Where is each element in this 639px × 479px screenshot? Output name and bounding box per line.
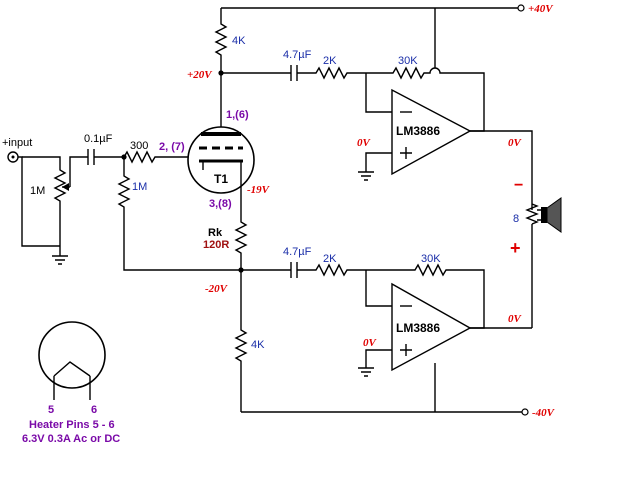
input-jack-center xyxy=(11,155,15,159)
bottom-opamp-label: LM3886 xyxy=(396,321,440,335)
top-noninverting-wire xyxy=(365,152,392,172)
speaker-impedance-label: 8 xyxy=(513,213,519,225)
top-ground-icon xyxy=(358,171,374,181)
bottom-input-resistor-label: 2K xyxy=(323,253,337,265)
input-capacitor xyxy=(87,149,95,165)
speaker-leads xyxy=(537,209,541,221)
top-capacitor xyxy=(290,65,298,81)
cathode-node-voltage-label: -20V xyxy=(205,283,229,295)
bottom-resistor-label: 4K xyxy=(251,339,265,351)
speaker-minus-label: − xyxy=(514,177,523,194)
tube-label: T1 xyxy=(214,172,228,186)
heater-pin-b-label: 6 xyxy=(91,404,97,416)
plate-resistor-label: 4K xyxy=(232,35,246,47)
bottom-feedback-resistor xyxy=(366,263,485,329)
top-ground-label: 0V xyxy=(357,137,372,149)
rail-negative-terminal xyxy=(521,408,529,416)
bottom-inverting-wire xyxy=(365,270,392,307)
heater-caption-line1: Heater Pins 5 - 6 xyxy=(29,419,115,431)
speaker-plus-label: + xyxy=(510,238,521,258)
heater-pin-a-label: 5 xyxy=(48,404,54,416)
plate-resistor xyxy=(214,8,228,73)
grid-leak-resistor xyxy=(117,157,241,271)
input-pot-label: 1M xyxy=(30,185,45,197)
cathode-resistor-name: Rk xyxy=(208,227,223,239)
tube-cathode-leads xyxy=(202,161,242,193)
heater-caption-line2: 6.3V 0.3A Ac or DC xyxy=(22,433,120,445)
input-label: +input xyxy=(2,137,32,149)
bottom-feedback-resistor-label: 30K xyxy=(421,253,441,265)
top-opamp-plus-sign xyxy=(400,147,412,159)
top-feedback-resistor xyxy=(366,66,485,132)
input-volume-pot xyxy=(22,156,67,246)
bottom-output-label: 0V xyxy=(508,313,523,325)
cathode-resistor-value: 120R xyxy=(203,239,229,251)
bottom-ground-label: 0V xyxy=(363,337,378,349)
bottom-resistor xyxy=(234,270,248,412)
rail-positive-terminal xyxy=(517,4,525,12)
grid-stopper-resistor xyxy=(94,150,190,164)
grid-leak-label: 1M xyxy=(132,181,147,193)
input-capacitor-label: 0.1µF xyxy=(84,133,113,145)
rail-negative-label: -40V xyxy=(532,407,556,419)
input-wire xyxy=(18,156,60,247)
top-output-wire xyxy=(470,130,533,210)
pot-wiper-arrow xyxy=(62,183,69,191)
top-inverting-wire xyxy=(365,73,392,113)
top-opamp-body xyxy=(391,88,472,176)
plate-pin-label: 1,(6) xyxy=(226,109,249,121)
bottom-input-resistor xyxy=(297,263,366,277)
bottom-capacitor-label: 4.7µF xyxy=(283,246,312,258)
tube-plate xyxy=(201,132,241,136)
input-ground-icon xyxy=(52,255,68,265)
top-opamp-label: LM3886 xyxy=(396,124,440,138)
bottom-opamp-plus-sign xyxy=(400,344,412,356)
plate-voltage-label: +20V xyxy=(187,69,213,81)
bottom-noninverting-wire xyxy=(365,349,392,368)
cathode-resistor xyxy=(234,193,248,270)
top-capacitor-label: 4.7µF xyxy=(283,49,312,61)
heater-envelope xyxy=(38,321,106,389)
bottom-ground-icon xyxy=(358,367,374,377)
speaker-magnet xyxy=(541,207,547,223)
top-input-resistor xyxy=(297,66,366,80)
bottom-opamp-body xyxy=(391,282,472,372)
top-input-resistor-label: 2K xyxy=(323,55,337,67)
heater-filament-icon xyxy=(53,361,91,400)
rail-positive-label: +40V xyxy=(528,3,554,15)
grid-stopper-label: 300 xyxy=(130,140,148,152)
grid-pin-label: 2, (7) xyxy=(159,141,185,153)
top-output-label: 0V xyxy=(508,137,523,149)
cathode-pin-label: 3,(8) xyxy=(209,198,232,210)
top-feedback-resistor-label: 30K xyxy=(398,55,418,67)
bottom-capacitor xyxy=(290,262,298,278)
speaker-cone-icon xyxy=(546,197,562,233)
cathode-voltage-label: -19V xyxy=(247,184,271,196)
speaker-resistor xyxy=(525,203,539,225)
pot-wiper-wire xyxy=(69,156,88,187)
